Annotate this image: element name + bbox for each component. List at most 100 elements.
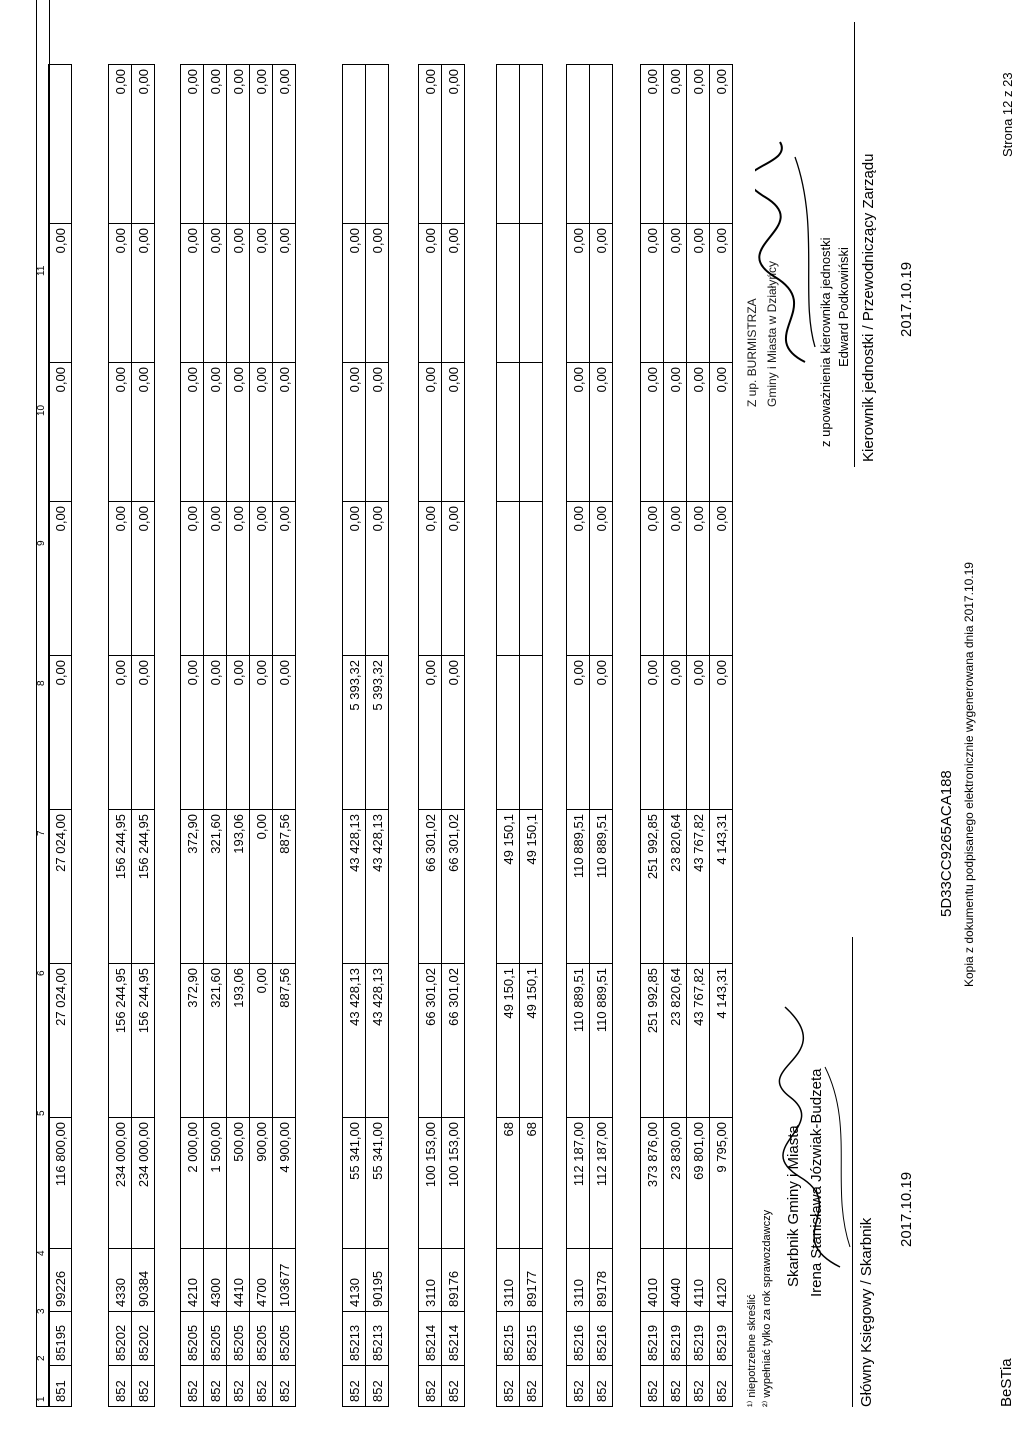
table-cell: 0,00 bbox=[640, 64, 664, 224]
table-cell: 0,00 bbox=[272, 64, 296, 224]
table-cell: 851 bbox=[48, 1365, 72, 1407]
table-cell: 0,00 bbox=[365, 223, 389, 363]
table-cell bbox=[365, 64, 389, 224]
table-cell: 55 341,00 bbox=[365, 1117, 389, 1249]
table-cell bbox=[519, 362, 543, 502]
table-cell: 0,00 bbox=[418, 223, 442, 363]
footnote-1: ¹⁾ niepotrzebne skreślić bbox=[746, 1294, 758, 1407]
table-cell: 0,00 bbox=[272, 362, 296, 502]
column-number: 10 bbox=[36, 404, 47, 416]
table-cell: 0,00 bbox=[108, 362, 132, 502]
table-cell: 49 150,1 bbox=[496, 809, 520, 964]
table-cell: 85213 bbox=[365, 1311, 389, 1366]
table-cell: 0,00 bbox=[663, 223, 687, 363]
table-cell: 4110 bbox=[686, 1248, 710, 1312]
table-cell: 49 150,1 bbox=[519, 963, 543, 1118]
table-cell: 0,00 bbox=[203, 64, 227, 224]
treasurer-title: Skarbnik Gminy i Miasta bbox=[785, 1125, 802, 1287]
copy-note: Kopia z dokumentu podpisanego elektronic… bbox=[962, 562, 976, 987]
head-role: Kierownik jednostki / Przewodniczący Zar… bbox=[860, 153, 877, 462]
table-cell: 43 428,13 bbox=[342, 963, 366, 1118]
table-cell: 0,00 bbox=[203, 501, 227, 656]
table-cell: 0,00 bbox=[226, 655, 250, 810]
table-cell: 23 830,00 bbox=[663, 1117, 687, 1249]
table-cell: 4700 bbox=[249, 1248, 273, 1312]
table-cell: 0,00 bbox=[441, 362, 465, 502]
table-cell: 4330 bbox=[108, 1248, 132, 1312]
table-cell bbox=[496, 223, 520, 363]
table-cell: 27 024,00 bbox=[48, 963, 72, 1118]
table-cell: 103677 bbox=[272, 1248, 296, 1312]
table-cell: 68 bbox=[496, 1117, 520, 1249]
treasurer-name: Irena Stanisława Józwiak-Budzeta bbox=[808, 1068, 825, 1297]
table-cell: 85219 bbox=[663, 1311, 687, 1366]
table-cell: 0,00 bbox=[180, 362, 204, 502]
table-cell: 85213 bbox=[342, 1311, 366, 1366]
table-cell: 0,00 bbox=[709, 64, 733, 224]
table-cell bbox=[342, 64, 366, 224]
table-cell: 0,00 bbox=[663, 362, 687, 502]
table-cell: 110 889,51 bbox=[566, 963, 590, 1118]
column-number: 5 bbox=[36, 1110, 47, 1116]
table-cell: 0,00 bbox=[131, 501, 155, 656]
table-cell: 4 143,31 bbox=[709, 809, 733, 964]
table-cell: 900,00 bbox=[249, 1117, 273, 1249]
table-cell: 4300 bbox=[203, 1248, 227, 1312]
table-cell: 0,00 bbox=[131, 655, 155, 810]
table-cell: 0,00 bbox=[108, 501, 132, 656]
table-cell: 27 024,00 bbox=[48, 809, 72, 964]
column-number: 8 bbox=[36, 680, 47, 686]
table-cell: 66 301,02 bbox=[441, 963, 465, 1118]
table-cell: 85219 bbox=[640, 1311, 664, 1366]
table-cell: 0,00 bbox=[48, 501, 72, 656]
table-cell: 0,00 bbox=[686, 501, 710, 656]
table-cell: 68 bbox=[519, 1117, 543, 1249]
table-cell: 0,00 bbox=[589, 655, 613, 810]
table-cell: 43 428,13 bbox=[365, 809, 389, 964]
table-cell: 0,00 bbox=[131, 64, 155, 224]
table-cell: 0,00 bbox=[48, 362, 72, 502]
table-cell: 85214 bbox=[441, 1311, 465, 1366]
table-cell bbox=[519, 64, 543, 224]
table-cell: 0,00 bbox=[226, 223, 250, 363]
table-cell: 0,00 bbox=[640, 655, 664, 810]
table-cell: 89176 bbox=[441, 1248, 465, 1312]
table-cell: 852 bbox=[709, 1365, 733, 1407]
treasurer-signature bbox=[778, 1006, 851, 1268]
table-cell: 0,00 bbox=[365, 362, 389, 502]
table-cell: 66 301,02 bbox=[441, 809, 465, 964]
table-cell: 85205 bbox=[203, 1311, 227, 1366]
table-cell: 0,00 bbox=[249, 64, 273, 224]
table-cell: 0,00 bbox=[640, 501, 664, 656]
table-cell: 43 767,82 bbox=[686, 809, 710, 964]
column-number: 9 bbox=[36, 540, 47, 546]
table-cell: 0,00 bbox=[203, 362, 227, 502]
table-cell: 0,00 bbox=[441, 64, 465, 224]
column-number: 6 bbox=[36, 970, 47, 976]
table-cell: 110 889,51 bbox=[589, 809, 613, 964]
table-cell: 2 000,00 bbox=[180, 1117, 204, 1249]
table-cell: 156 244,95 bbox=[131, 809, 155, 964]
table-cell: 85214 bbox=[418, 1311, 442, 1366]
table-cell bbox=[519, 223, 543, 363]
table-cell: 0,00 bbox=[131, 362, 155, 502]
table-cell: 4120 bbox=[709, 1248, 733, 1312]
table-cell: 0,00 bbox=[663, 64, 687, 224]
table-cell: 1 500,00 bbox=[203, 1117, 227, 1249]
table-cell bbox=[48, 64, 72, 224]
table-cell: 0,00 bbox=[272, 223, 296, 363]
table-cell: 234 000,00 bbox=[131, 1117, 155, 1249]
table-cell: 116 800,00 bbox=[48, 1117, 72, 1249]
table-cell: 3110 bbox=[496, 1248, 520, 1312]
